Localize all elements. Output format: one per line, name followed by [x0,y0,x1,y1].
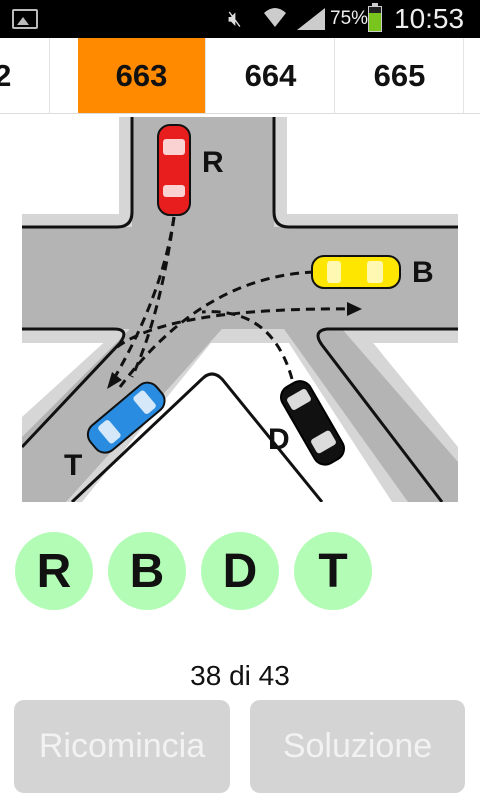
solution-button[interactable]: Soluzione [250,700,465,793]
question-tabs: 662 663 664 665 [0,38,480,114]
label-D: D [268,423,290,456]
black-car [280,380,345,466]
mute-icon: 🔇︎ [228,6,242,31]
battery-icon [368,3,382,32]
red-car [157,124,191,216]
answer-T[interactable]: T [294,532,372,610]
battery-percent: 75% [330,8,369,29]
status-bar: 🔇︎ 75% 10:53 [0,0,480,38]
yellow-car [311,255,401,289]
arrow-heads [107,302,362,389]
clock: 10:53 [394,3,465,34]
label-T: T [64,449,82,482]
blue-car [86,381,166,454]
label-B: B [412,256,434,289]
intersection-diagram: R B D T [22,117,458,502]
restart-button[interactable]: Ricomincia [14,700,230,793]
tab-663[interactable]: 663 [78,38,206,113]
answer-D[interactable]: D [201,532,279,610]
tab-662[interactable]: 662 [0,38,50,113]
image-icon [12,9,38,29]
trajectories [110,216,358,388]
answer-B[interactable]: B [108,532,186,610]
question-counter: 38 di 43 [190,660,290,691]
answer-R[interactable]: R [15,532,93,610]
signal-icon [297,8,325,30]
wifi-icon [262,5,288,35]
label-R: R [202,146,224,179]
tab-664[interactable]: 664 [207,38,335,113]
tab-665[interactable]: 665 [336,38,464,113]
